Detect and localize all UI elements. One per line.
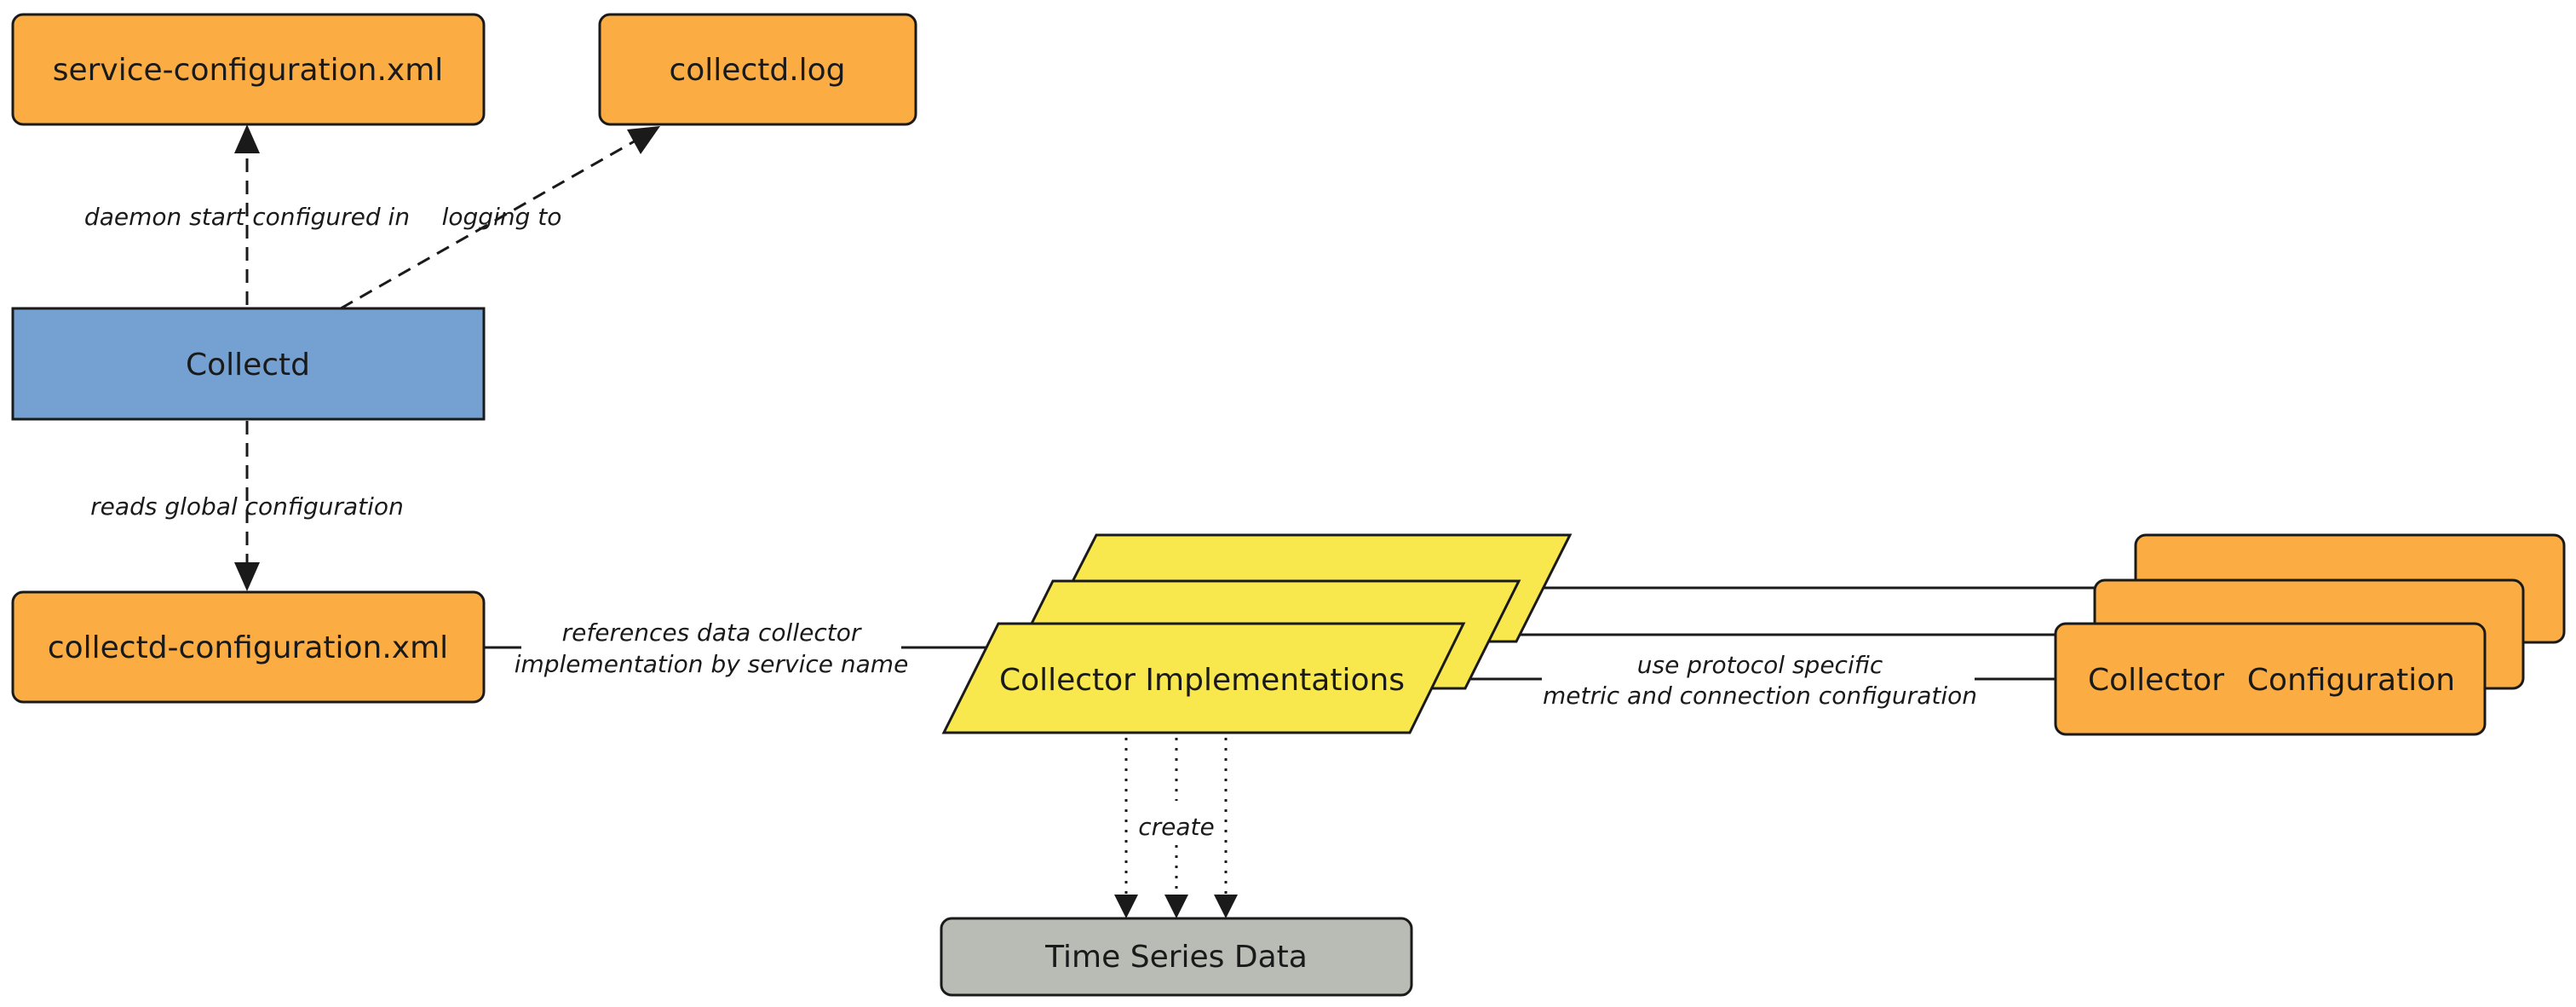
collectd-config-label: collectd-configuration.xml xyxy=(48,630,448,665)
collectd-box xyxy=(11,307,486,421)
arrow-to-collectd-config xyxy=(234,562,260,591)
collectd-log-label: collectd.log xyxy=(669,53,845,88)
collectd-label: Collectd xyxy=(186,348,310,383)
edge-label-create: create xyxy=(1138,813,1215,841)
collector-impl-front xyxy=(941,622,1466,734)
edge-label-reads-global: reads global configuration xyxy=(90,492,404,521)
collector-impl-label: Collector Implementations xyxy=(999,663,1405,698)
edge-label-logging-to: logging to xyxy=(442,203,562,231)
arrow-to-service-config xyxy=(234,124,260,153)
time-series-label: Time Series Data xyxy=(1044,940,1308,975)
time-series-box xyxy=(940,917,1413,997)
edge-logging-to xyxy=(340,135,644,310)
service-config-box xyxy=(11,13,486,126)
edge-label-references-2: implementation by service name xyxy=(515,650,909,678)
edge-label-protocol-2: metric and connection configuration xyxy=(1543,682,1977,710)
edge-label-references-1: references data collector xyxy=(562,619,862,647)
collector-config-label-a: Collector xyxy=(2088,663,2224,698)
collectd-config-box xyxy=(11,590,486,704)
edge-label-daemon-start: daemon start configured in xyxy=(84,203,410,231)
arrow-create-3 xyxy=(1214,895,1238,918)
collector-config-front xyxy=(2054,622,2487,736)
arrow-create-1 xyxy=(1114,895,1138,918)
arrow-to-collectd-log xyxy=(627,126,660,154)
service-config-label: service-configuration.xml xyxy=(53,53,444,88)
edge-label-protocol-1: use protocol specific xyxy=(1637,651,1883,679)
collectd-log-box xyxy=(598,13,917,126)
arrow-create-2 xyxy=(1164,895,1188,918)
collector-config-label-b: Configuration xyxy=(2247,663,2455,698)
